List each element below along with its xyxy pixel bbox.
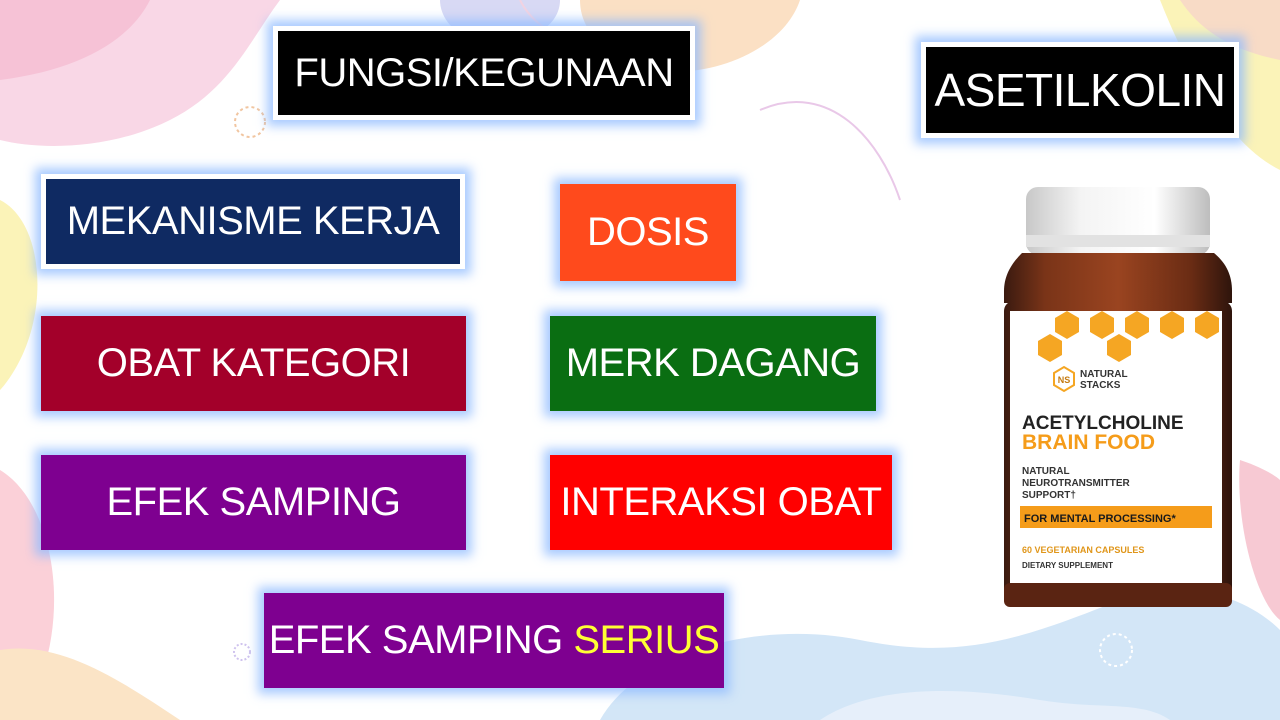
product-desc-line2: NEUROTRANSMITTER xyxy=(1022,478,1131,489)
brand-line1: NATURAL xyxy=(1080,369,1128,380)
product-desc-line3: SUPPORT† xyxy=(1022,490,1076,501)
box-efek-samping-serius-highlight: SERIUS xyxy=(573,618,720,662)
box-efek-samping: EFEK SAMPING xyxy=(41,455,466,550)
box-merk-dagang-label: MERK DAGANG xyxy=(565,341,861,385)
box-efek-samping-serius: EFEK SAMPING SERIUS xyxy=(264,593,724,688)
box-fungsi-kegunaan-label: FUNGSI/KEGUNAAN xyxy=(294,50,674,95)
product-desc-line1: NATURAL xyxy=(1022,466,1070,477)
box-obat-kategori: OBAT KATEGORI xyxy=(41,316,466,411)
box-efek-samping-serius-prefix: EFEK SAMPING xyxy=(268,618,564,662)
box-obat-kategori-label: OBAT KATEGORI xyxy=(96,341,411,385)
title-asetilkolin: ASETILKOLIN xyxy=(921,42,1239,138)
product-capsules: 60 VEGETARIAN CAPSULES xyxy=(1022,545,1144,555)
box-interaksi-obat-label: INTERAKSI OBAT xyxy=(560,480,882,524)
box-fungsi-kegunaan: FUNGSI/KEGUNAAN xyxy=(273,26,695,120)
box-dosis-label: DOSIS xyxy=(587,210,709,254)
product-supplement: DIETARY SUPPLEMENT xyxy=(1022,561,1113,570)
product-name-line2: BRAIN FOOD xyxy=(1022,431,1155,454)
supplement-bottle-image: NS NATURAL STACKS ACETYLCHOLINE BRAIN FO… xyxy=(1004,187,1232,607)
box-efek-samping-label: EFEK SAMPING xyxy=(106,480,401,524)
brand-line2: STACKS xyxy=(1080,380,1121,391)
product-name-line1: ACETYLCHOLINE xyxy=(1022,413,1184,434)
brand-badge-text: NS xyxy=(1058,375,1071,385)
box-mekanisme-kerja: MEKANISME KERJA xyxy=(41,174,465,269)
box-merk-dagang: MERK DAGANG xyxy=(550,316,876,411)
box-mekanisme-kerja-label: MEKANISME KERJA xyxy=(66,199,440,243)
box-dosis: DOSIS xyxy=(560,184,736,281)
box-interaksi-obat: INTERAKSI OBAT xyxy=(550,455,892,550)
product-banner: FOR MENTAL PROCESSING* xyxy=(1024,513,1176,525)
title-asetilkolin-label: ASETILKOLIN xyxy=(934,64,1226,116)
